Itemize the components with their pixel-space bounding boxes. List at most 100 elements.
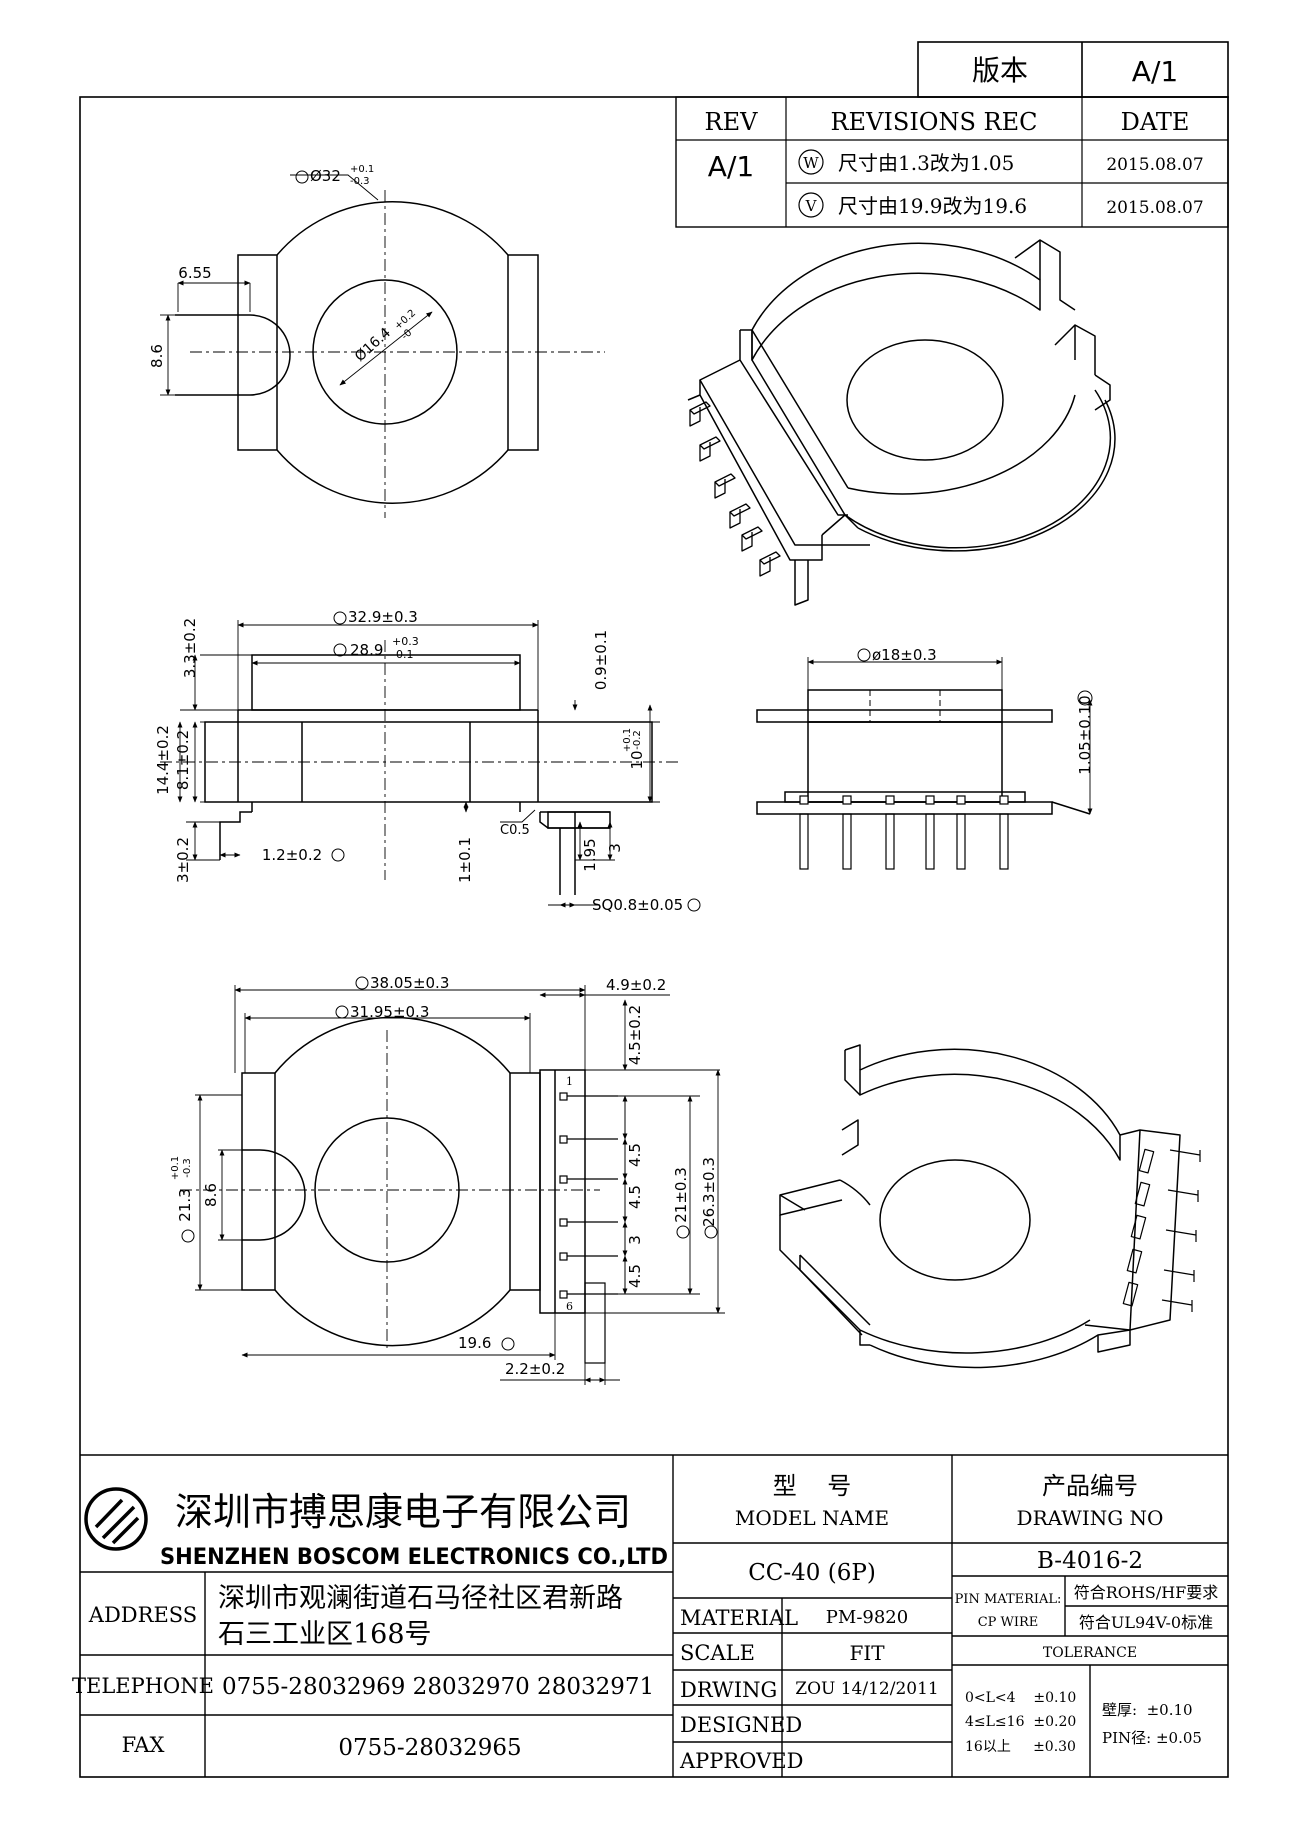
dim-b86: 8.6 (202, 1183, 220, 1207)
revision-date-1: 2015.08.07 (1106, 155, 1203, 175)
ul-compliance: 符合UL94V-0标准 (1079, 1613, 1213, 1632)
dim-b49: 4.9±0.2 (606, 976, 666, 994)
address-line2: 石三工业区168号 (218, 1619, 432, 1650)
revisions-rec-header: REVISIONS REC (830, 108, 1037, 136)
dim-b3195: 31.95±0.3 (350, 1003, 429, 1021)
rev-value: A/1 (708, 150, 754, 183)
dim-b45top: 4.5±0.2 (626, 1005, 644, 1065)
dim-p3: 3 (626, 1235, 644, 1245)
scale-value: FIT (849, 1641, 885, 1665)
fax-value: 0755-28032965 (338, 1735, 521, 1761)
dim-d-tol-dn: -0.1 (392, 648, 413, 661)
top-view-labels: Ø32 +0.1 -0.3 6.55 8.6 Ø16.4 +0.2 -0 (148, 164, 418, 368)
tolerance-row-3: 16以上 ±0.30 (965, 1739, 1076, 1755)
version-box: 版本 A/1 (917, 41, 1229, 98)
company-logo (84, 1487, 148, 1551)
dim-h10: 10 (628, 750, 646, 769)
tolerance-row-1: 0<L<4 ±0.10 (965, 1690, 1076, 1706)
dim-b213: 21.3 (176, 1188, 194, 1221)
model-value: CC-40 (6P) (748, 1560, 876, 1586)
drawing-no-label-cn: 产品编号 (1042, 1472, 1138, 1500)
dim-h33: 3.3±0.2 (181, 618, 199, 678)
company-name-cn: 深圳市搏思康电子有限公司 (175, 1490, 631, 1534)
dim-n18: ø18±0.3 (872, 646, 937, 664)
title-block (80, 1454, 1228, 1777)
dim-top-dia: Ø32 (310, 167, 341, 185)
drawing-no-value: B-4016-2 (1037, 1548, 1143, 1574)
address-line1: 深圳市观澜街道石马径社区君新路 (218, 1583, 623, 1614)
dim-h10-up: +0.1 (622, 728, 633, 752)
dim-w105: 1.05±0.10 (1076, 695, 1094, 774)
dim-195: 1.95 (581, 838, 599, 871)
dim-b263: 26.3±0.3 (700, 1157, 718, 1227)
dim-p45b: 4.5 (626, 1185, 644, 1209)
dim-sq08: SQ0.8±0.05 (592, 896, 683, 914)
date-header: DATE (1121, 108, 1190, 136)
telephone-label: TELEPHONE (72, 1674, 214, 1698)
isometric-view-2 (779, 1044, 1201, 1369)
dim-3: 3 (606, 843, 624, 853)
model-label-en: MODEL NAME (735, 1506, 889, 1530)
dim-b213-up: +0.1 (170, 1156, 181, 1180)
material-value: PM-9820 (826, 1607, 908, 1628)
dim-d-tol-up: +0.3 (392, 635, 419, 648)
revision-mark-v: V (805, 197, 818, 215)
version-value: A/1 (1132, 55, 1178, 88)
revision-mark-w: W (803, 154, 819, 172)
address-label: ADDRESS (88, 1603, 197, 1627)
dim-tab-width: 6.55 (178, 264, 211, 282)
dim-b21: 21±0.3 (672, 1167, 690, 1223)
fax-label: FAX (122, 1733, 165, 1757)
tolerance-label: TOLERANCE (1043, 1645, 1137, 1661)
dim-b196: 19.6 (458, 1334, 491, 1352)
dim-w12: 1.2±0.2 (262, 846, 322, 864)
dim-p45c: 4.5 (626, 1264, 644, 1288)
isometric-view-1 (687, 239, 1116, 606)
front-view (160, 620, 680, 908)
revisions-table: REV REVISIONS REC DATE A/1 W 尺寸由1.3改为1.0… (675, 96, 1229, 228)
dim-k1: 1±0.1 (456, 837, 474, 883)
company-name-en: SHENZHEN BOSCOM ELECTRONICS CO.,LTD (160, 1545, 668, 1570)
dim-h3-left: 3±0.2 (174, 837, 192, 883)
tolerance-pin: PIN径: ±0.05 (1102, 1729, 1202, 1747)
dim-p45a: 4.5 (626, 1143, 644, 1167)
designed-label: DESIGNED (680, 1713, 802, 1737)
model-label-cn: 型 号 (773, 1472, 852, 1500)
drwing-value: ZOU 14/12/2011 (795, 1679, 938, 1699)
rev-header: REV (705, 108, 759, 136)
pin-6-label: 6 (566, 1300, 573, 1313)
drwing-label: DRWING (680, 1678, 777, 1702)
front-view-labels: 32.9±0.3 28.9 +0.3 -0.1 0.9±0.1 3.3±0.2 … (154, 608, 701, 914)
pin-1-label: 1 (566, 1075, 573, 1088)
dim-d: 28.9 (350, 641, 383, 659)
dim-h144: 14.4±0.2 (154, 725, 172, 795)
dim-h10-dn: -0.2 (632, 730, 643, 750)
dim-c: 32.9±0.3 (348, 608, 418, 626)
side-view (756, 657, 1093, 870)
tolerance-row-2: 4≤L≤16 ±0.20 (965, 1714, 1076, 1730)
side-view-labels: ø18±0.3 1.05±0.10 (857, 646, 1094, 775)
drawing-no-label-en: DRAWING NO (1017, 1506, 1164, 1530)
rohs-compliance: 符合ROHS/HF要求 (1074, 1583, 1219, 1602)
dim-b22: 2.2±0.2 (505, 1360, 565, 1378)
top-view (160, 174, 605, 518)
dim-b213-dn: -0.3 (182, 1158, 193, 1178)
dim-top-dia-tol-up: +0.1 (350, 164, 374, 175)
telephone-value: 0755-28032969 28032970 28032971 (222, 1674, 654, 1700)
dim-b3805: 38.05±0.3 (370, 974, 449, 992)
bottom-view-labels: 38.05±0.3 31.95±0.3 4.9±0.2 4.5±0.2 21.3… (170, 974, 718, 1378)
dim-c05: C0.5 (500, 823, 530, 838)
revision-text-2: 尺寸由19.9改为19.6 (838, 194, 1027, 218)
drawing-border (79, 96, 1229, 1778)
approved-label: APPROVED (679, 1749, 803, 1773)
revision-date-2: 2015.08.07 (1106, 198, 1203, 218)
dim-e: 0.9±0.1 (592, 630, 610, 690)
dim-h81: 8.1±0.2 (174, 730, 192, 790)
scale-label: SCALE (680, 1641, 755, 1665)
pin-material-label: PIN MATERIAL: (955, 1592, 1062, 1607)
pin-material-wire: CP WIRE (978, 1615, 1039, 1630)
dim-top-dia-tol-dn: -0.3 (350, 176, 370, 187)
version-label: 版本 (972, 54, 1028, 87)
bottom-view (180, 985, 725, 1385)
